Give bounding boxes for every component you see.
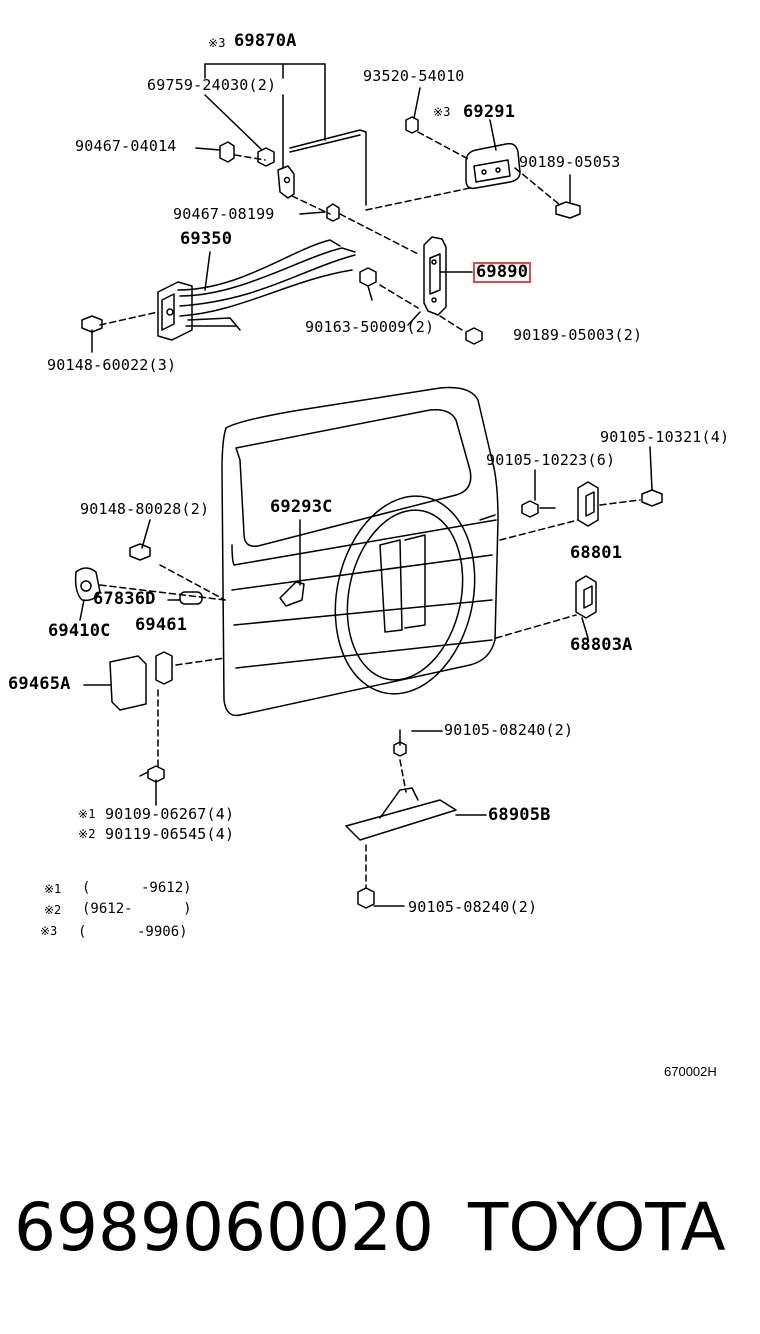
part-label-90163-50009[interactable]: 90163-50009(2) <box>305 318 435 336</box>
part-label-69293C[interactable]: 69293C <box>270 497 333 517</box>
part-label-90119-06545[interactable]: 90119-06545(4) <box>105 825 235 843</box>
part-label-90189-05053[interactable]: 90189-05053 <box>519 153 621 171</box>
part-label-69350[interactable]: 69350 <box>180 229 233 249</box>
hinge-68803A <box>495 575 597 639</box>
note-mark-3: ※3 <box>208 36 226 50</box>
footnote-mark-1: ※1 <box>44 882 62 896</box>
lock-rod-assembly <box>195 63 471 256</box>
part-label-90105-08240-bottom[interactable]: 90105-08240(2) <box>408 898 538 916</box>
bracket-68905B <box>345 729 487 909</box>
footnote-range-1: ( -9612) <box>82 880 192 896</box>
note-mark-1: ※1 <box>78 807 96 821</box>
part-label-90105-10223[interactable]: 90105-10223(6) <box>486 451 616 469</box>
brand-name: TOYOTA <box>468 1189 726 1266</box>
part-label-90467-04014[interactable]: 90467-04014 <box>75 137 177 155</box>
part-label-67836D[interactable]: 67836D <box>93 589 156 609</box>
part-label-68801[interactable]: 68801 <box>570 543 623 563</box>
part-label-69759-24030[interactable]: 69759-24030(2) <box>147 76 277 94</box>
hinge-68801 <box>499 446 663 541</box>
footnote-range-2: (9612- ) <box>82 901 192 917</box>
part-label-68905B[interactable]: 68905B <box>488 805 551 825</box>
part-label-69291[interactable]: 69291 <box>463 102 516 122</box>
footnote-mark-2: ※2 <box>44 903 62 917</box>
latch-69890 <box>359 236 483 345</box>
part-label-90109-06267[interactable]: 90109-06267(4) <box>105 805 235 823</box>
part-label-90105-08240-top[interactable]: 90105-08240(2) <box>444 721 574 739</box>
part-label-69870A[interactable]: 69870A <box>234 31 297 51</box>
part-label-69465A[interactable]: 69465A <box>8 674 71 694</box>
part-label-93520-54010[interactable]: 93520-54010 <box>363 67 465 85</box>
diagram-reference-code: 670002H <box>664 1064 717 1079</box>
footnote-mark-3: ※3 <box>40 924 58 938</box>
part-number: 6989060020 <box>14 1189 434 1266</box>
part-label-68803A[interactable]: 68803A <box>570 635 633 655</box>
part-label-69890-highlighted[interactable]: 69890 <box>473 262 532 283</box>
note-mark-3: ※3 <box>433 105 451 119</box>
handle-assembly <box>405 87 581 219</box>
footnote-range-3: ( -9906) <box>78 924 188 940</box>
part-label-69410C[interactable]: 69410C <box>48 621 111 641</box>
part-label-90148-80028[interactable]: 90148-80028(2) <box>80 500 210 518</box>
part-label-90189-05003[interactable]: 90189-05003(2) <box>513 326 643 344</box>
part-label-90467-08199[interactable]: 90467-08199 <box>173 205 275 223</box>
lock-assembly <box>81 239 356 353</box>
back-door-panel <box>221 386 499 717</box>
left-side-parts <box>74 519 305 806</box>
part-label-90105-10321[interactable]: 90105-10321(4) <box>600 428 730 446</box>
part-label-90148-60022[interactable]: 90148-60022(3) <box>47 356 177 374</box>
note-mark-2: ※2 <box>78 827 96 841</box>
part-label-69461[interactable]: 69461 <box>135 615 188 635</box>
